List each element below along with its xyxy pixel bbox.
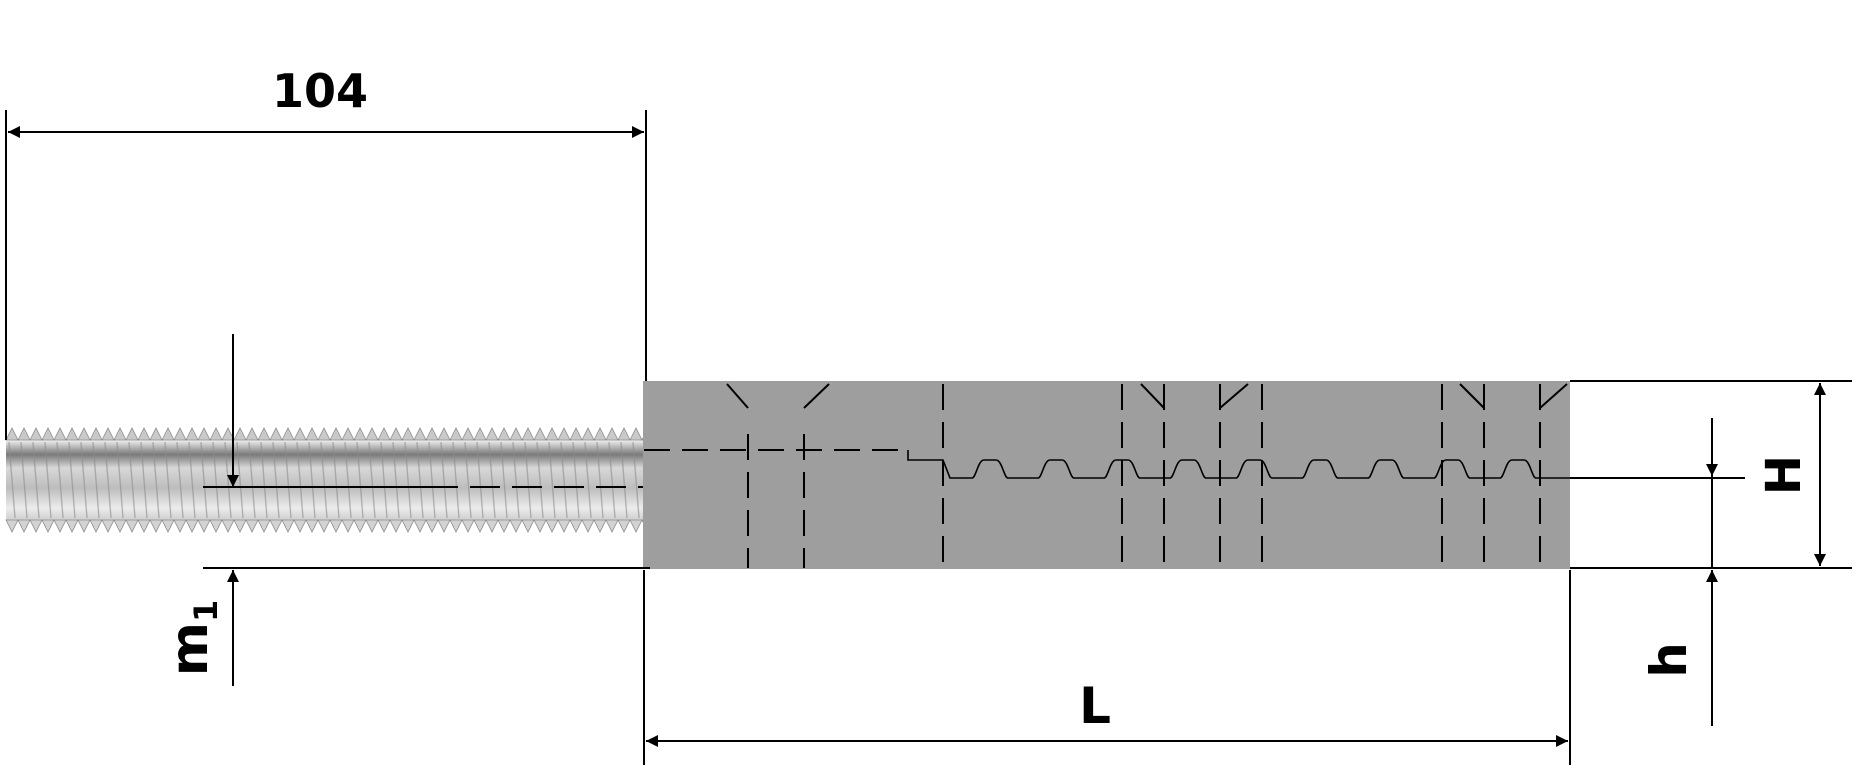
min-edge-label: m — [160, 622, 220, 676]
rod-length-label: 104 — [272, 64, 368, 118]
serration-profile — [907, 450, 1745, 479]
extension-lines — [5, 110, 1852, 765]
chamfer-lines — [726, 383, 1568, 409]
dimension-rod-length: 104 — [8, 64, 644, 138]
dimension-min-edge: m1 — [160, 334, 239, 686]
hidden-lines — [644, 384, 1541, 568]
dimension-height: H — [1756, 383, 1826, 566]
dimension-length: L — [646, 677, 1568, 747]
height-label: H — [1756, 455, 1812, 495]
svg-text:m1: m1 — [160, 600, 225, 676]
offset-label: h — [1640, 642, 1698, 678]
min-edge-subscript: 1 — [187, 600, 225, 622]
rod-threads — [5, 427, 655, 533]
length-label: L — [1079, 677, 1111, 735]
dimension-offset: h — [1640, 418, 1718, 726]
threaded-rod — [5, 427, 655, 533]
